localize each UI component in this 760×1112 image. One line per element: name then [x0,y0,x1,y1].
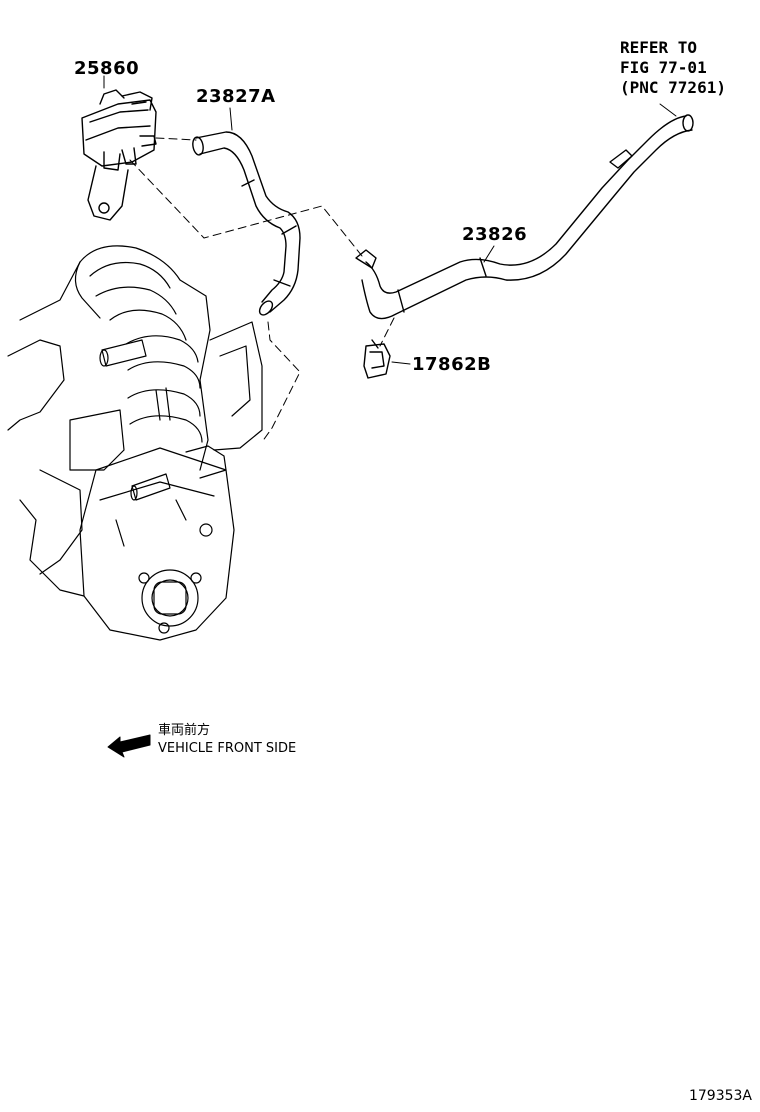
vsv-valve-drawing [81,89,157,221]
part-number-23826: 23826 [462,224,528,245]
direction-label-jp: 車両前方 [158,723,211,738]
part-number-25860: 25860 [74,58,140,79]
dashed-connection-lines [129,137,395,443]
part-number-17862b: 17862B [412,354,492,375]
part-number-23827a: 23827A [196,86,276,107]
hose-23826-drawing [355,114,694,320]
figure-id: 179353A [688,1088,752,1104]
reference-line-2: FIG 77-01 [620,58,707,77]
direction-label-en: VEHICLE FRONT SIDE [158,741,297,756]
direction-text: 車両前方 VEHICLE FRONT SIDE [158,722,296,758]
hose-23827a-drawing [192,131,301,316]
reference-line-1: REFER TO [620,38,698,57]
reference-note: REFER TO FIG 77-01 (PNC 77261) [620,38,726,98]
leader-lines [103,75,677,365]
engine-intake-drawing [7,245,263,641]
reference-line-3: (PNC 77261) [620,78,726,97]
clamp-17862b-drawing [363,339,391,379]
vehicle-front-arrow-icon [107,734,151,758]
